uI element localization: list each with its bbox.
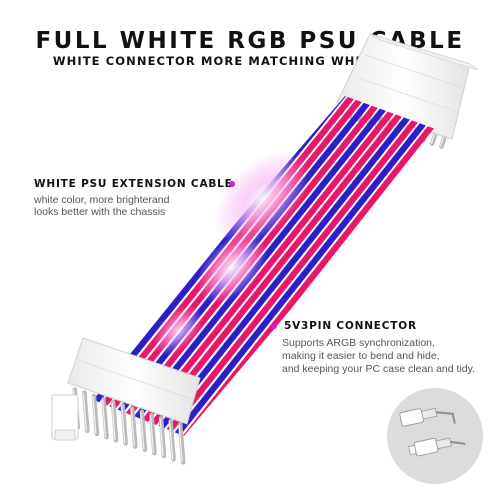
rgb-glow-upper <box>214 150 310 246</box>
connector-pin <box>110 400 119 443</box>
connector-callout-line-1: Supports ARGB synchronization, <box>282 337 435 349</box>
dot-icon <box>229 181 235 187</box>
connector-pin-highlight <box>101 399 107 438</box>
connector-pin <box>91 393 100 437</box>
connector-pin <box>82 390 90 433</box>
connector-pin <box>158 415 167 459</box>
bottom-connector <box>67 337 201 425</box>
connector-pin <box>101 396 109 440</box>
connector-pin <box>120 403 128 446</box>
connector-pin-highlight <box>111 402 116 441</box>
connector-pin <box>130 406 138 449</box>
rgb-glow-lower <box>153 305 203 355</box>
connector-pin <box>177 422 186 465</box>
connector-pin-highlight <box>169 421 174 460</box>
subheadline: WHITE CONNECTOR MORE MATCHING WHITE CHAS… <box>52 54 448 68</box>
connector-callout-title: 5V3PIN CONNECTOR <box>284 320 417 332</box>
psu-extension-callout-title: WHITE PSU EXTENSION CABLE <box>34 178 233 190</box>
cable-wire-blue <box>168 113 433 436</box>
connector-pin <box>168 419 176 462</box>
connector-pin-highlight <box>92 395 97 434</box>
connector-pin-highlight <box>178 424 183 463</box>
argb-connector-inset <box>387 388 483 484</box>
connector-callout-line-3: and keeping your PC case clean and tidy. <box>282 363 476 375</box>
connector-pin-highlight <box>140 411 145 450</box>
psu-extension-callout-line-2: looks better with the chassis <box>34 206 166 218</box>
cable-wire-pink <box>160 110 425 436</box>
connector-pin-highlight <box>121 405 126 444</box>
connector-pin-highlight <box>149 414 155 453</box>
psu-extension-callout-line-1: white color, more brighterand <box>34 194 170 206</box>
bottom-3pin-plug <box>51 394 79 441</box>
connector-pin-highlight <box>130 408 135 447</box>
dot-icon <box>271 323 277 329</box>
connector-pin-highlight <box>82 392 87 431</box>
connector-callout-line-2: making it easier to bend and hide, <box>282 350 440 362</box>
connector-pin <box>149 412 157 456</box>
rgb-glow-middle <box>197 233 267 303</box>
argb-3pin-connector-icon <box>399 407 466 457</box>
connector-pin <box>139 409 148 452</box>
connector-pin-highlight <box>159 418 164 457</box>
